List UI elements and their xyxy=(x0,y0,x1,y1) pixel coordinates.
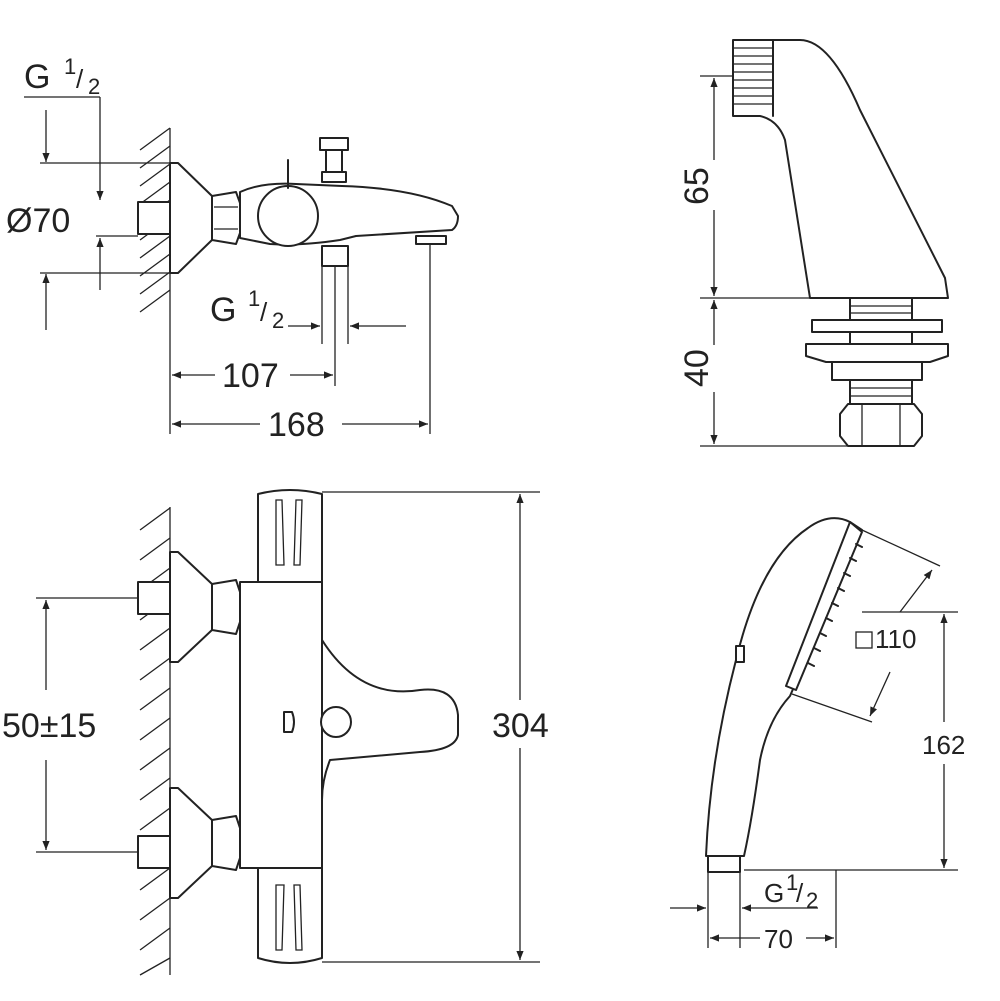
dimension-168: 168 xyxy=(172,244,431,444)
hand-shower-view: 110 162 G 1 / 2 70 xyxy=(670,517,965,954)
thread-spout-denominator: 2 xyxy=(272,308,284,333)
threaded-stem xyxy=(849,297,913,321)
dimension-162: 162 xyxy=(744,611,965,871)
thread-top-numerator: 1 xyxy=(64,54,76,79)
hand-thread-numerator: 1 xyxy=(786,870,798,895)
lock-nut xyxy=(831,361,923,381)
diameter-dimension: Ø70 xyxy=(6,110,170,330)
dim-70-label: 70 xyxy=(764,924,793,954)
hand-thread-callout: G 1 / 2 xyxy=(670,870,818,948)
thread-top-callout: G 1 / 2 xyxy=(24,54,104,200)
bottom-hex-nut xyxy=(839,403,923,447)
dimension-65: 65 xyxy=(678,75,948,299)
control-handle[interactable] xyxy=(257,185,319,247)
foot-body xyxy=(732,39,949,299)
foot-thread xyxy=(733,39,774,117)
hand-thread-denominator: 2 xyxy=(806,888,818,913)
top-inlet xyxy=(137,581,171,615)
spray-nozzles xyxy=(807,543,863,667)
head-size-label: 110 xyxy=(875,624,916,654)
spray-face xyxy=(785,521,863,691)
front-diverter[interactable] xyxy=(320,706,352,738)
hex-nut xyxy=(211,191,241,245)
dimension-40: 40 xyxy=(678,300,848,447)
dimension-107: 107 xyxy=(169,266,336,434)
wall-rosette xyxy=(169,162,213,274)
washer xyxy=(805,343,949,363)
top-nut xyxy=(211,579,241,635)
thread-spout-numerator: 1 xyxy=(248,286,260,311)
dim-65-label: 65 xyxy=(678,167,716,205)
thread-top-letter: G xyxy=(24,58,50,96)
spout-outlet xyxy=(415,235,447,245)
top-end-cap xyxy=(257,489,323,583)
dim-162-label: 162 xyxy=(922,730,965,760)
inlet-pipe xyxy=(137,201,171,235)
dimension-70-handle: 70 xyxy=(710,870,837,954)
thread-spout-letter: G xyxy=(210,291,236,329)
dim-168-label: 168 xyxy=(268,406,325,444)
dimension-304: 304 xyxy=(322,491,549,963)
diameter-label: Ø70 xyxy=(6,202,70,240)
diverter-knob[interactable] xyxy=(319,137,349,151)
mounting-plate xyxy=(811,319,943,333)
side-view: G 1 / 2 Ø70 G 1 / 2 xyxy=(6,54,459,444)
bottom-end-cap xyxy=(257,867,323,964)
front-view: 50±15 304 xyxy=(2,489,549,976)
shower-outlet xyxy=(321,245,349,267)
front-wall-hatching xyxy=(139,507,171,976)
thread-top-slash: / xyxy=(76,64,84,94)
dim-40-label: 40 xyxy=(678,349,716,387)
spray-selector[interactable] xyxy=(735,645,745,663)
bottom-inlet xyxy=(137,835,171,869)
thread-spout-slash: / xyxy=(260,297,268,327)
dim-centers-label: 50±15 xyxy=(2,707,96,745)
thermostat-body xyxy=(239,581,323,869)
hand-thread-slash: / xyxy=(796,878,804,908)
shower-connector xyxy=(707,855,741,873)
hand-thread-letter: G xyxy=(764,878,784,908)
foot-detail-view: 65 40 xyxy=(678,39,949,447)
dim-304-label: 304 xyxy=(492,707,549,745)
top-rosette xyxy=(169,551,213,663)
square-symbol xyxy=(855,631,873,649)
dim-107-label: 107 xyxy=(222,357,279,395)
thread-top-denominator: 2 xyxy=(88,74,100,99)
thread-spout-callout: G 1 / 2 xyxy=(210,266,406,344)
bottom-nut xyxy=(211,815,241,871)
bottom-rosette xyxy=(169,787,213,899)
head-size-dimension: 110 xyxy=(791,529,941,723)
front-spout xyxy=(321,639,459,801)
dimension-centers: 50±15 xyxy=(2,597,138,853)
